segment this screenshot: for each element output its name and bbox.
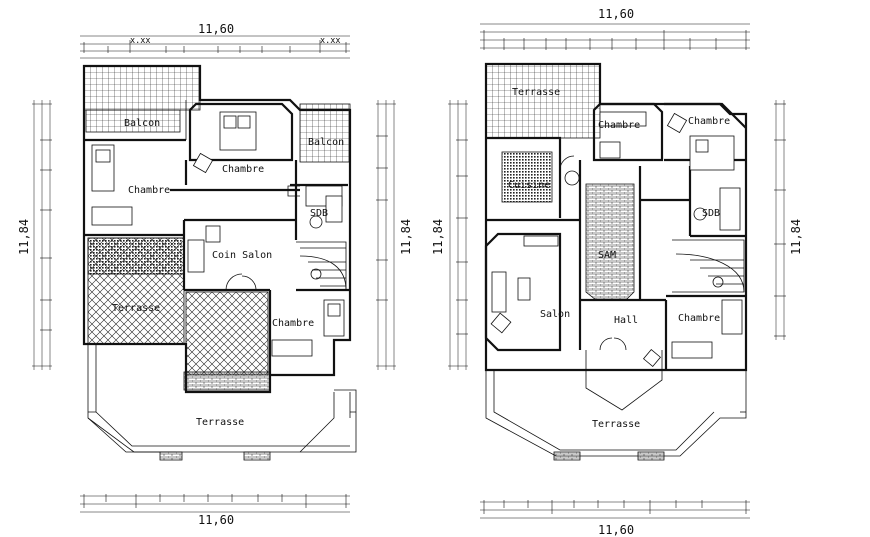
furniture-left [91, 111, 345, 357]
svg-text:x.xx: x.xx [320, 36, 340, 46]
dimension-top-left: 11,60 [198, 22, 234, 36]
label-terrasse-bottom-right-plan: Terrasse [592, 419, 640, 430]
dimension-lines-top-right [480, 23, 750, 50]
dimension-lines-side-left [32, 100, 52, 370]
label-chambre-top-left-plan: Chambre [222, 164, 264, 175]
label-chambre-right: Chambre [688, 116, 730, 127]
dimension-lines-side-right [448, 100, 468, 370]
dimension-side-far-right: 11,84 [789, 219, 803, 255]
dimension-side-left: 11,84 [17, 219, 31, 255]
svg-text:x.xx: x.xx [130, 36, 150, 46]
label-sam: SAM [598, 250, 616, 261]
plan-right: 11,60 11,84 11,84 [376, 7, 803, 537]
label-chambre-left: Chambre [128, 185, 170, 196]
label-sdb-left-plan: SDB [310, 208, 328, 219]
label-terrasse-top: Terrasse [512, 87, 560, 98]
dimension-bottom-right: 11,60 [598, 523, 634, 537]
label-chambre-bottom-left-plan: Chambre [272, 318, 314, 329]
dimension-side-right-a: 11,84 [431, 219, 445, 255]
dimension-top-right: 11,60 [598, 7, 634, 21]
label-chambre-bottom-right-plan: Chambre [678, 313, 720, 324]
dimension-lines-bottom-left [80, 494, 350, 513]
dimension-lines-far-right [774, 100, 786, 340]
label-salon: Salon [540, 309, 570, 320]
furniture-right [490, 111, 743, 368]
dimension-lines-bottom-right [480, 500, 750, 519]
label-balcon-left: Balcon [124, 118, 160, 129]
plan-left: x.xx x.xx 11,60 11,84 [17, 22, 357, 527]
dimension-bottom-left: 11,60 [198, 513, 234, 527]
label-terrasse-mid: Terrasse [112, 303, 160, 314]
dimension-side-left-plan-right-edge: 11,84 [399, 219, 413, 255]
label-sdb-right-plan: SDB [702, 208, 720, 219]
dimension-lines-middle [376, 100, 396, 370]
room-labels-right: Terrasse Chambre Chambre Cuisine SDB SAM… [508, 87, 730, 430]
label-balcon-right: Balcon [308, 137, 344, 148]
walls-right [484, 62, 748, 461]
label-coin-salon: Coin Salon [212, 250, 272, 261]
label-cuisine: Cuisine [508, 180, 550, 191]
label-terrasse-bottom-left-plan: Terrasse [196, 417, 244, 428]
label-chambre-top-right-plan: Chambre [598, 120, 640, 131]
label-hall: Hall [614, 315, 638, 326]
walls-left [82, 64, 357, 461]
dimension-lines-top-left: x.xx x.xx [80, 35, 350, 59]
room-labels-left: Balcon Balcon Chambre Chambre SDB Coin S… [112, 118, 344, 428]
